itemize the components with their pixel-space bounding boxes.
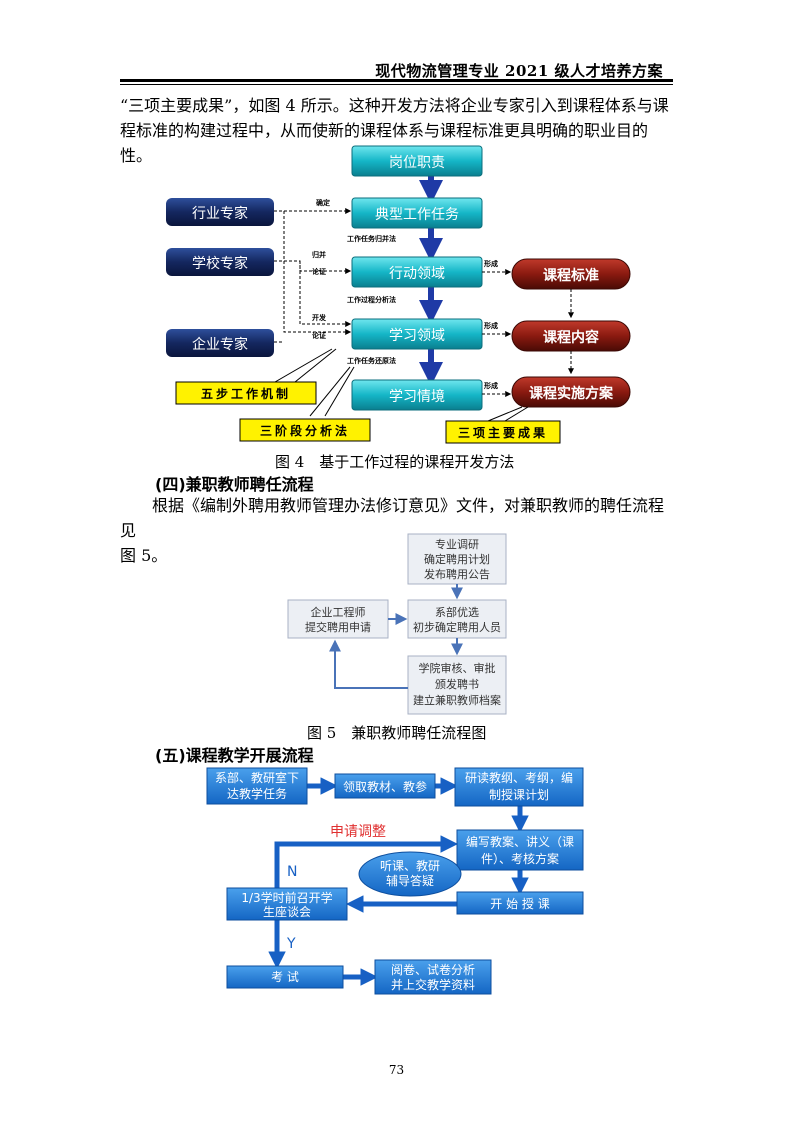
fig6-box8-line-1: 阅卷、试卷分析 xyxy=(391,962,475,977)
fig6-y-label: Y xyxy=(286,936,296,952)
intro-line-2: 程标准的构建过程中，从而使新的课程体系与课程标准更具明确的职业目的性。 xyxy=(120,121,649,165)
form-label-3: 形成 xyxy=(484,381,498,390)
chain-box-5: 学习情境 xyxy=(389,389,445,405)
output-box-2: 课程内容 xyxy=(543,329,599,346)
method-label-3: 工作任务还原法 xyxy=(347,356,396,365)
chain-box-2: 典型工作任务 xyxy=(375,207,459,223)
fig6-box3-line-2: 制授课计划 xyxy=(489,787,549,802)
expert-box-3: 企业专家 xyxy=(192,336,248,353)
fig6-box4-line-2: 件）、考核方案 xyxy=(481,851,559,866)
section4-line-2: 图 5。 xyxy=(120,546,168,565)
fig6-box8-line-2: 并上交教学资料 xyxy=(391,977,475,992)
output-box-1: 课程标准 xyxy=(543,267,599,284)
fig6-box1-line-2: 达教学任务 xyxy=(227,786,287,801)
fig6-box1-line-1: 系部、教研室下 xyxy=(215,770,299,785)
header-title: 现代物流管理专业 2021 级人才培养方案 xyxy=(375,62,663,80)
expert-box-1: 行业专家 xyxy=(192,205,248,222)
fig6-ellipse-line-2: 辅导答疑 xyxy=(386,873,434,888)
intro-paragraph: “三项主要成果”，如图 4 所示。这种开发方法将企业专家引入到课程体系与课 程标… xyxy=(120,93,675,168)
callout-2: 三阶段分析法 xyxy=(260,423,350,438)
fig6-adjust-label: 申请调整 xyxy=(330,824,386,840)
fig6-box6-line-2: 生座谈会 xyxy=(263,904,311,919)
method-label-2: 工作过程分析法 xyxy=(347,295,396,304)
fig6-n-label: N xyxy=(287,864,297,880)
figure4-diagram: 岗位职责 典型工作任务 行动领域 学习领域 学习情境 工作任务归并法 工作过程分… xyxy=(166,145,631,444)
figure5-diagram: 专业调研 确定聘用计划 发布聘用公告 企业工程师 提交聘用申请 系部优选 初步确… xyxy=(287,533,507,715)
figure5-caption: 图 5 兼职教师聘任流程图 xyxy=(307,724,487,742)
action-label-2: 归并 xyxy=(312,250,326,259)
form-label-2: 形成 xyxy=(484,321,498,330)
output-boxes: 课程标准 课程内容 课程实施方案 xyxy=(511,258,631,408)
action-label-1: 确定 xyxy=(316,198,330,207)
form-label-1: 形成 xyxy=(484,259,498,268)
action-label-4: 开发 xyxy=(312,313,327,322)
fig5-bottom-line-1: 学院审核、审批 xyxy=(419,661,496,675)
fig5-left-line-2: 提交聘用申请 xyxy=(305,620,371,634)
section4-line-1: 根据《编制外聘用教师管理办法修订意见》文件，对兼职教师的聘任流程见 xyxy=(120,496,665,540)
section4-heading: (四)兼职教师聘任流程 xyxy=(155,475,314,494)
fig5-top-line-2: 确定聘用计划 xyxy=(424,552,490,566)
fig5-top-line-1: 专业调研 xyxy=(435,537,479,551)
chain-box-1: 岗位职责 xyxy=(389,155,445,171)
page-number: 73 xyxy=(388,1063,405,1077)
fig6-box7-text: 考 试 xyxy=(271,969,299,984)
fig5-left-line-1: 企业工程师 xyxy=(311,605,366,619)
callout-1: 五步工作机制 xyxy=(201,386,291,401)
fig6-ellipse-line-1: 听课、教研 xyxy=(380,858,440,873)
chain-box-4: 学习领域 xyxy=(389,328,445,344)
section5-heading: (五)课程教学开展流程 xyxy=(155,746,314,765)
fig6-box5-text: 开 始 授 课 xyxy=(490,896,549,911)
header-rule-thin xyxy=(120,84,673,85)
callout-3: 三项主要成果 xyxy=(458,425,548,440)
method-label-1: 工作任务归并法 xyxy=(347,234,396,243)
chain-box-3: 行动领域 xyxy=(389,266,445,282)
header-rule-thick xyxy=(120,79,673,82)
fig5-bottom-line-2: 颁发聘书 xyxy=(435,677,479,691)
figure6-diagram: 系部、教研室下 达教学任务 领取教材、教参 研读教纲、考纲，编 制授课计划 编写… xyxy=(206,767,584,995)
fig6-box6-line-1: 1/3学时前召开学 xyxy=(241,890,332,905)
output-box-3: 课程实施方案 xyxy=(529,385,614,402)
expert-box-2: 学校专家 xyxy=(192,255,248,272)
expert-boxes: 行业专家 学校专家 企业专家 xyxy=(166,198,274,357)
action-label-3: 论证 xyxy=(312,267,326,276)
fig5-mid-line-2: 初步确定聘用人员 xyxy=(413,620,501,634)
fig6-box3-line-1: 研读教纲、考纲，编 xyxy=(465,770,573,785)
intro-line-1: “三项主要成果”，如图 4 所示。这种开发方法将企业专家引入到课程体系与课 xyxy=(120,96,669,115)
chain-boxes: 岗位职责 典型工作任务 行动领域 学习领域 学习情境 xyxy=(351,145,483,411)
fig5-top-line-3: 发布聘用公告 xyxy=(424,567,490,581)
section4-paragraph: 根据《编制外聘用教师管理办法修订意见》文件，对兼职教师的聘任流程见 图 5。 xyxy=(120,493,675,568)
fig5-mid-line-1: 系部优选 xyxy=(435,605,479,619)
fig6-box2-text: 领取教材、教参 xyxy=(343,779,427,794)
action-label-5: 论证 xyxy=(312,331,326,340)
figure4-caption: 图 4 基于工作过程的课程开发方法 xyxy=(275,453,515,471)
fig5-bottom-line-3: 建立兼职教师档案 xyxy=(413,693,501,707)
fig6-box4-line-1: 编写教案、讲义（课 xyxy=(466,834,574,849)
